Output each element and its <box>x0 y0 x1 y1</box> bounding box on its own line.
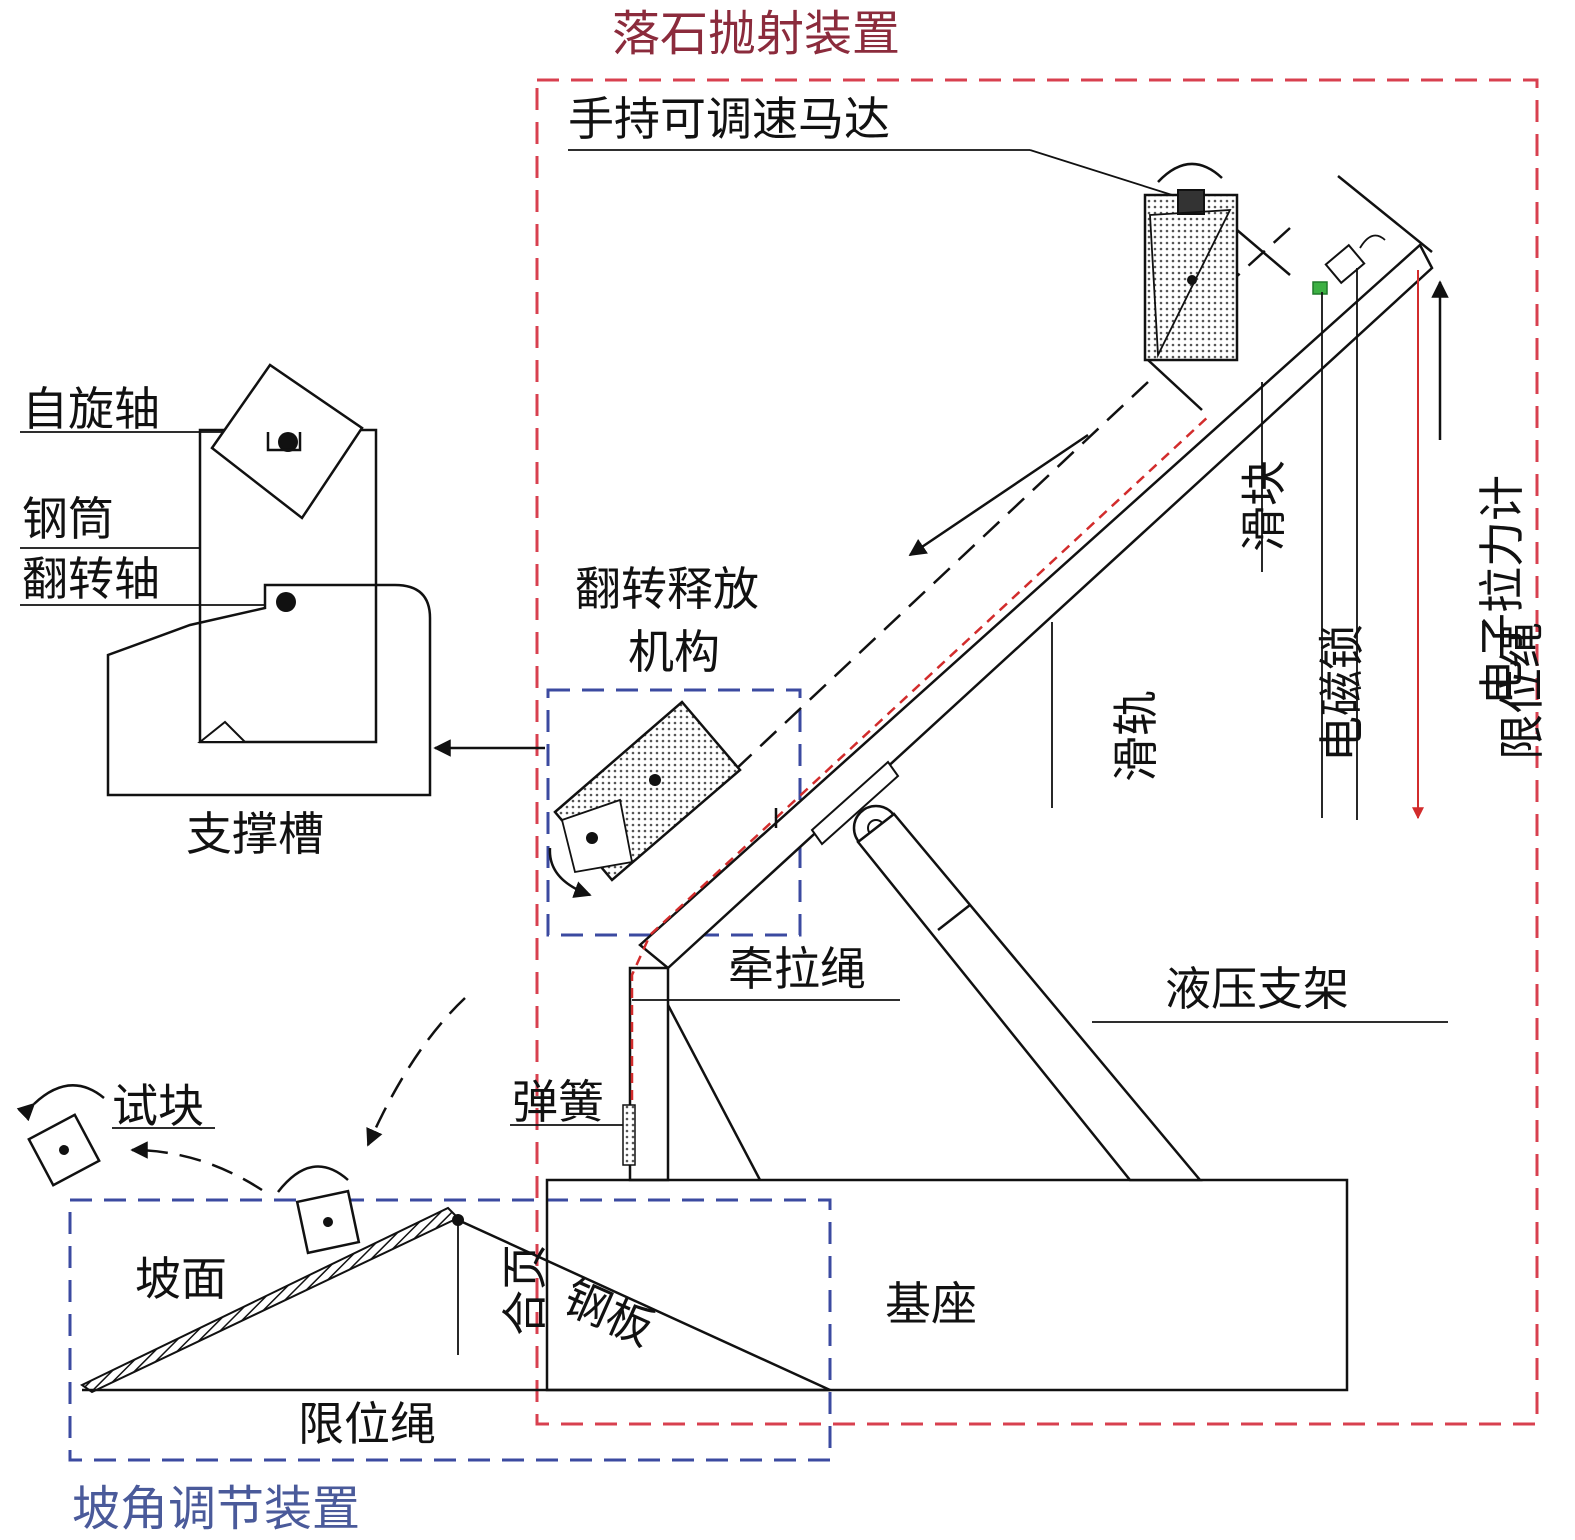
test-block-on-slope <box>295 1189 361 1255</box>
rail-top-cap <box>1337 175 1433 253</box>
slide-rail <box>638 242 1434 970</box>
flip-release-label-line1: 翻转释放 <box>575 562 759 616</box>
slope-block-rotation-arc <box>277 1165 349 1193</box>
test-block-bounced <box>27 1113 101 1187</box>
post-brace <box>666 1004 762 1181</box>
slope-surface-label: 坡面 <box>135 1252 227 1306</box>
flip-rotation-arc <box>548 847 592 898</box>
rebound-trajectory <box>130 1141 263 1192</box>
detail-spin-axis-point <box>278 432 298 452</box>
motor-body <box>1177 189 1205 215</box>
spring-post <box>628 966 670 1182</box>
base-label: 基座 <box>885 1277 977 1331</box>
motor-rotation-arc <box>1157 162 1223 183</box>
fall-trajectory <box>366 997 466 1147</box>
tube-rope-link <box>1236 229 1291 276</box>
electronic-force-gauge <box>1324 243 1366 285</box>
slope-enclosure <box>68 1198 832 1462</box>
flip-axis-label: 翻转轴 <box>22 552 160 606</box>
steel-tube-label: 钢筒 <box>22 492 114 546</box>
spring-coil <box>622 1104 636 1166</box>
detail-support-groove <box>106 583 432 797</box>
detail-spin-axis-notch <box>266 432 302 452</box>
traction-rope <box>630 414 1211 1100</box>
launcher-enclosure <box>535 78 1539 1426</box>
launcher-title: 落石抛射装置 <box>612 6 900 62</box>
slide-direction-arrow <box>908 433 1089 557</box>
steel-plate <box>457 1218 831 1392</box>
bounced-block-rotation-arc <box>16 1084 105 1122</box>
slider-label: 滑块 <box>1237 460 1291 552</box>
em-lock-indicator <box>1312 281 1328 295</box>
test-block-label: 试块 <box>112 1079 204 1133</box>
hydraulic-support-label: 液压支架 <box>1165 962 1349 1016</box>
detail-latch <box>197 720 248 743</box>
traction-rope-label: 牵拉绳 <box>728 942 866 996</box>
spring-label: 弹簧 <box>512 1075 604 1129</box>
lower-tube-flip-point <box>586 832 598 844</box>
rail-mount-plate <box>810 760 900 846</box>
hydraulic-cylinder <box>856 812 1203 1182</box>
rail-travel-path <box>734 381 1149 771</box>
right-limit-rope-label: 限位绳 <box>1495 622 1549 760</box>
steel-plate-label: 钢板 <box>556 1270 662 1357</box>
lower-tube-axis-point <box>649 774 661 786</box>
detail-flip-axis-point <box>276 592 296 612</box>
bottom-limit-rope-label: 限位绳 <box>298 1397 436 1451</box>
hydraulic-collar <box>937 904 971 931</box>
force-gauge-label: 电子拉力计 <box>1475 475 1529 705</box>
flip-release-label-line2: 机构 <box>628 625 720 679</box>
spin-axis-label: 自旋轴 <box>22 382 160 436</box>
gauge-hook <box>1359 234 1386 249</box>
support-groove-label: 支撑槽 <box>186 807 324 861</box>
hinge-label: 合页 <box>498 1244 552 1336</box>
tube-bottom-edge <box>1147 359 1203 411</box>
motor-leader-diagonal <box>1029 149 1189 201</box>
motor-label: 手持可调速马达 <box>568 92 890 146</box>
base-block <box>545 1178 1349 1392</box>
tube-spin-axis-point <box>1187 275 1197 285</box>
slope-device-title: 坡角调节装置 <box>72 1481 360 1537</box>
em-lock-label: 电磁锁 <box>1315 624 1369 762</box>
rail-label: 滑轨 <box>1109 690 1163 782</box>
